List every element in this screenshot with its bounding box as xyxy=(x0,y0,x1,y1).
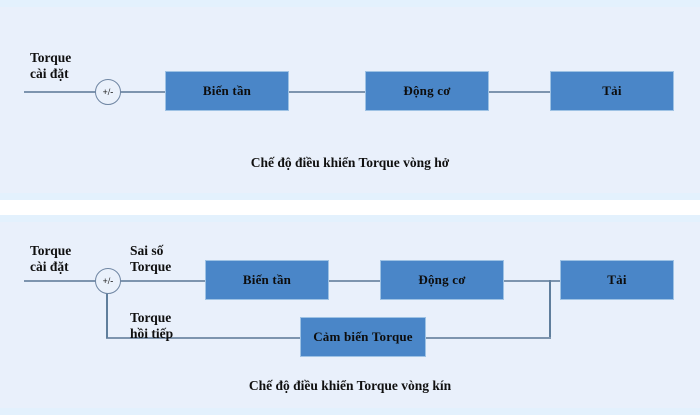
open-loop-block-load: Tải xyxy=(550,71,674,111)
closed-loop-line-motor-to-load xyxy=(504,280,560,282)
open-loop-line-motor-to-load xyxy=(489,91,550,93)
panel-bottom-tint xyxy=(0,193,700,200)
closed-loop-block-load-label: Tải xyxy=(607,271,627,287)
closed-loop-block-motor: Động cơ xyxy=(380,260,504,300)
closed-loop-feedback-line-right xyxy=(425,337,551,339)
open-loop-caption: Chế độ điều khiển Torque vòng hở xyxy=(250,155,450,170)
panel-top-tint xyxy=(0,215,700,222)
open-loop-block-motor: Động cơ xyxy=(365,71,489,111)
closed-loop-block-torque-sensor: Cảm biến Torque xyxy=(300,317,426,357)
panel-bottom-tint xyxy=(0,408,700,415)
closed-loop-block-motor-label: Động cơ xyxy=(418,271,466,287)
open-loop-block-inverter-label: Biến tần xyxy=(202,82,252,98)
closed-loop-line-junction-to-inverter xyxy=(120,280,215,282)
closed-loop-caption: Chế độ điều khiển Torque vòng kín xyxy=(248,378,452,393)
open-loop-line-inverter-to-motor xyxy=(289,91,365,93)
closed-loop-block-inverter: Biến tần xyxy=(205,260,329,300)
closed-loop-diagram-panel: Torque cài đặt +/- Sai số Torque Biến tầ… xyxy=(0,215,700,415)
open-loop-junction-label: +/- xyxy=(102,87,114,97)
closed-loop-input-label: Torque cài đặt xyxy=(30,243,72,274)
closed-loop-block-torque-sensor-label: Cảm biến Torque xyxy=(313,328,413,344)
closed-loop-line-inverter-to-motor xyxy=(329,280,380,282)
open-loop-summing-junction: +/- xyxy=(95,79,121,105)
closed-loop-junction-label: +/- xyxy=(102,276,114,286)
open-loop-line-junction-to-inverter xyxy=(120,91,165,93)
closed-loop-feedback-riser xyxy=(106,293,108,338)
closed-loop-feedback-line-left xyxy=(106,337,301,339)
open-loop-input-label: Torque cài đặt xyxy=(30,50,72,81)
open-loop-input-line xyxy=(24,91,96,93)
closed-loop-feedback-tap-vertical xyxy=(549,280,551,338)
closed-loop-block-load: Tải xyxy=(560,260,674,300)
closed-loop-input-line xyxy=(24,280,96,282)
open-loop-block-inverter: Biến tần xyxy=(165,71,289,111)
closed-loop-summing-junction: +/- xyxy=(95,268,121,294)
closed-loop-feedback-label: Torque hồi tiếp xyxy=(130,310,174,341)
closed-loop-error-label: Sai số Torque xyxy=(130,243,172,274)
open-loop-block-load-label: Tải xyxy=(602,82,622,98)
open-loop-diagram-panel: Torque cài đặt +/- Biến tần Động cơ Tải … xyxy=(0,0,700,200)
panel-top-tint xyxy=(0,0,700,7)
open-loop-block-motor-label: Động cơ xyxy=(403,82,451,98)
closed-loop-block-inverter-label: Biến tần xyxy=(242,271,292,287)
